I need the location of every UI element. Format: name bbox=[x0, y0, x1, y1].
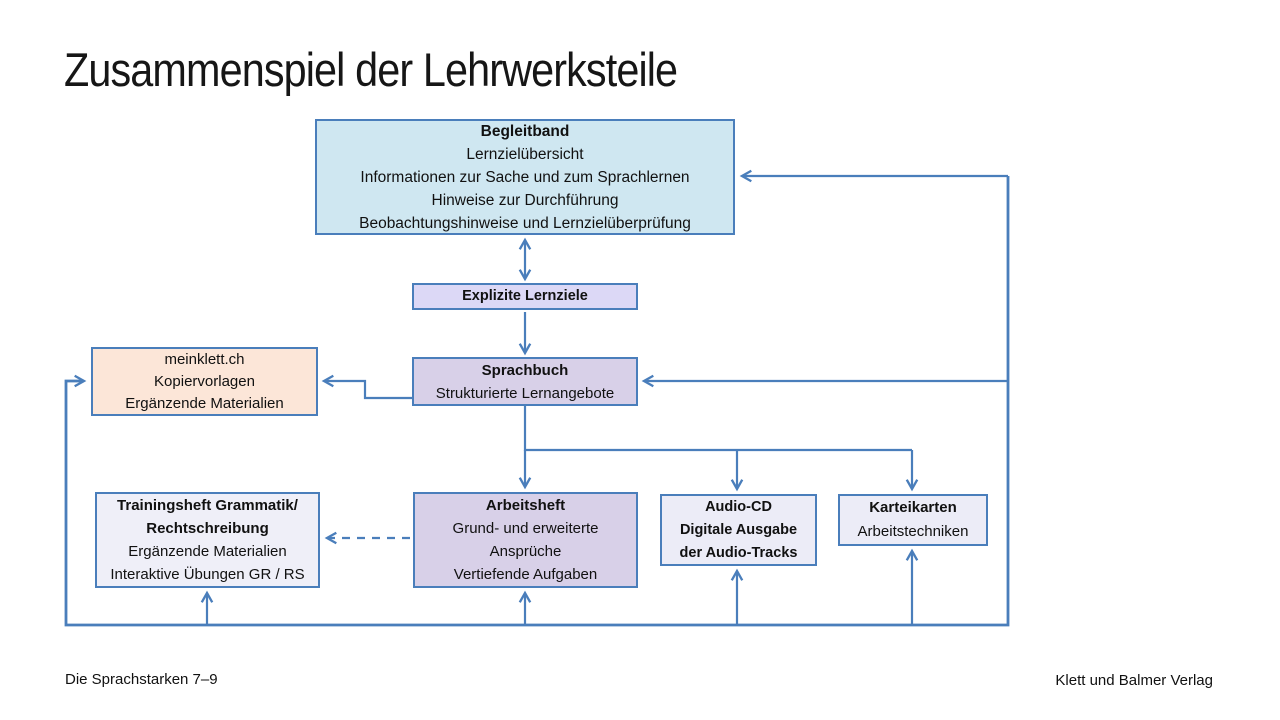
node-sprachbuch-line: Strukturierte Lernangebote bbox=[435, 384, 615, 402]
node-karteikarten: Karteikarten Arbeitstechniken bbox=[838, 494, 988, 546]
node-arbeitsheft-line: Vertiefende Aufgaben bbox=[453, 566, 598, 583]
node-begleitband-line: Beobachtungshinweise und Lernzielüberprü… bbox=[359, 214, 691, 232]
node-begleitband-line: Lernzielübersicht bbox=[466, 145, 584, 163]
node-arbeitsheft-line: Ansprüche bbox=[489, 543, 562, 560]
node-arbeitsheft-title: Arbeitsheft bbox=[485, 497, 566, 514]
node-begleitband-title: Begleitband bbox=[480, 122, 570, 140]
node-audio-cd-title: Digitale Ausgabe bbox=[679, 521, 798, 538]
edge-sprachbuch-meinklett bbox=[324, 381, 412, 400]
node-meinklett: meinklett.ch Kopiervorlagen Ergänzende M… bbox=[91, 347, 318, 416]
node-audio-cd-title: der Audio-Tracks bbox=[679, 544, 798, 561]
node-sprachbuch-title: Sprachbuch bbox=[481, 361, 569, 379]
node-audio-cd: Audio-CD Digitale Ausgabe der Audio-Trac… bbox=[660, 494, 817, 566]
node-begleitband-line: Informationen zur Sache und zum Sprachle… bbox=[360, 168, 690, 186]
node-trainingsheft: Trainingsheft Grammatik/ Rechtschreibung… bbox=[95, 492, 320, 588]
node-sprachbuch: Sprachbuch Strukturierte Lernangebote bbox=[412, 357, 638, 406]
node-karteikarten-title: Karteikarten bbox=[869, 499, 957, 516]
node-audio-cd-title: Audio-CD bbox=[705, 498, 772, 515]
node-karteikarten-line: Arbeitstechniken bbox=[857, 523, 969, 540]
node-trainingsheft-line: Interaktive Übungen GR / RS bbox=[110, 566, 305, 583]
node-trainingsheft-title: Rechtschreibung bbox=[146, 520, 269, 537]
node-arbeitsheft: Arbeitsheft Grund- und erweiterte Ansprü… bbox=[413, 492, 638, 588]
footer-publisher: Klett und Balmer Verlag bbox=[1055, 672, 1213, 689]
node-explizite-title: Explizite Lernziele bbox=[462, 288, 588, 304]
node-begleitband-line: Hinweise zur Durchführung bbox=[431, 191, 619, 209]
node-begleitband: Begleitband Lernzielübersicht Informatio… bbox=[315, 119, 735, 235]
node-trainingsheft-title: Trainingsheft Grammatik/ bbox=[117, 497, 298, 514]
node-explizite-lernziele: Explizite Lernziele bbox=[412, 283, 638, 310]
node-meinklett-line: Ergänzende Materialien bbox=[125, 394, 284, 412]
slide-title: Zusammenspiel der Lehrwerksteile bbox=[64, 43, 678, 96]
node-trainingsheft-line: Ergänzende Materialien bbox=[128, 543, 287, 560]
edge-sprachbuch-branch bbox=[523, 406, 912, 452]
footer-series-title: Die Sprachstarken 7–9 bbox=[65, 671, 218, 688]
node-meinklett-line: Kopiervorlagen bbox=[154, 372, 255, 390]
node-meinklett-line: meinklett.ch bbox=[164, 350, 245, 368]
edge-loop-right-bottom-left bbox=[64, 176, 1010, 627]
node-arbeitsheft-line: Grund- und erweiterte bbox=[452, 520, 599, 537]
